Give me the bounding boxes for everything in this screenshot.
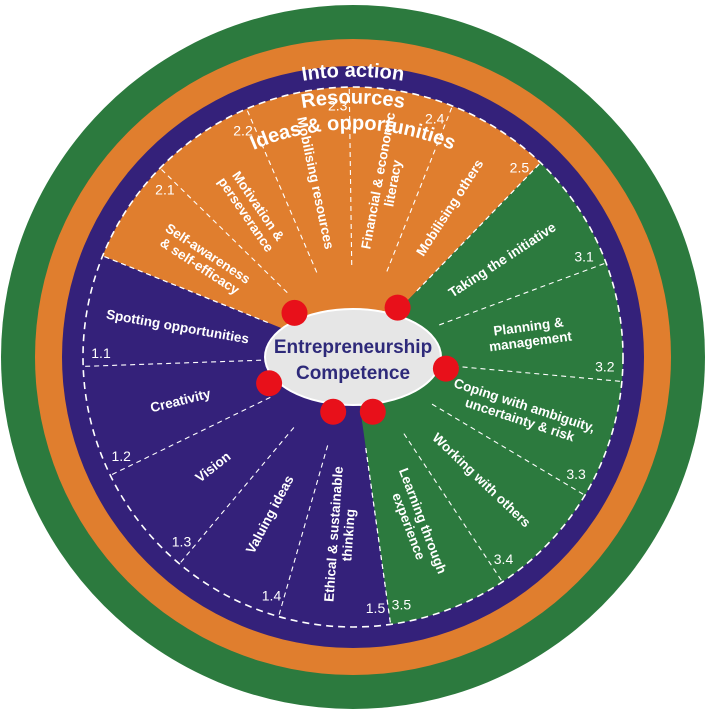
divider-line [179, 427, 295, 565]
connector-dot [281, 299, 308, 326]
competence-number-2-4: 2.4 [425, 111, 445, 127]
competence-number-3-2: 3.2 [595, 358, 615, 374]
sector-into-action [353, 162, 623, 625]
divider-line [365, 448, 392, 625]
into-action-ring-title: Into action [300, 60, 406, 86]
competence-number-2-1: 2.1 [155, 181, 175, 197]
competence-numbers: 1.5 1.4 1.3 1.2 1.1 2.1 2.2 2.3 2.4 2.5 3.1 3.2 3.3 3… [91, 98, 614, 617]
competence-number-1-5: 1.5 [366, 600, 386, 616]
competence-number-2-2: 2.2 [233, 122, 253, 138]
divider-line [246, 108, 318, 273]
connector-dot [432, 355, 459, 382]
competence-label-line: thinking [339, 508, 358, 561]
divider-line [386, 105, 453, 272]
competence-number-1-3: 1.3 [172, 534, 192, 550]
center-title-line1: Entrepreneurship [274, 337, 432, 358]
divider-line [403, 433, 503, 583]
divider-line [348, 87, 353, 266]
competence-number-3-1: 3.1 [574, 249, 594, 265]
competence-number-2-3: 2.3 [328, 98, 348, 114]
competence-number-1-4: 1.4 [262, 587, 282, 603]
connector-dot [320, 398, 347, 425]
divider-line [439, 262, 607, 326]
competence-number-3-4: 3.4 [494, 551, 514, 567]
svg-text:Into action: Into action [300, 60, 406, 86]
dashed-boundary [82, 86, 624, 628]
connector-dot [256, 370, 283, 397]
divider-line [278, 445, 329, 617]
divider-line [102, 255, 268, 324]
competence-number-1-2: 1.2 [111, 448, 131, 464]
divider-line [159, 167, 288, 294]
sector-resources [102, 87, 541, 357]
divider-line [444, 364, 622, 383]
connector-dots [256, 294, 459, 425]
connector-dot [384, 294, 411, 321]
divider-line [83, 359, 262, 367]
competence-number-3-5: 3.5 [392, 596, 412, 612]
competence-number-3-3: 3.3 [566, 466, 586, 482]
sector-dividers [83, 87, 622, 625]
center-title-line2: Competence [296, 363, 410, 384]
divider-line [110, 396, 271, 476]
divider-line [431, 403, 586, 496]
competence-number-1-1: 1.1 [91, 345, 111, 361]
competence-number-2-5: 2.5 [510, 160, 530, 176]
divider-line [416, 162, 541, 292]
connector-dot [359, 398, 386, 425]
